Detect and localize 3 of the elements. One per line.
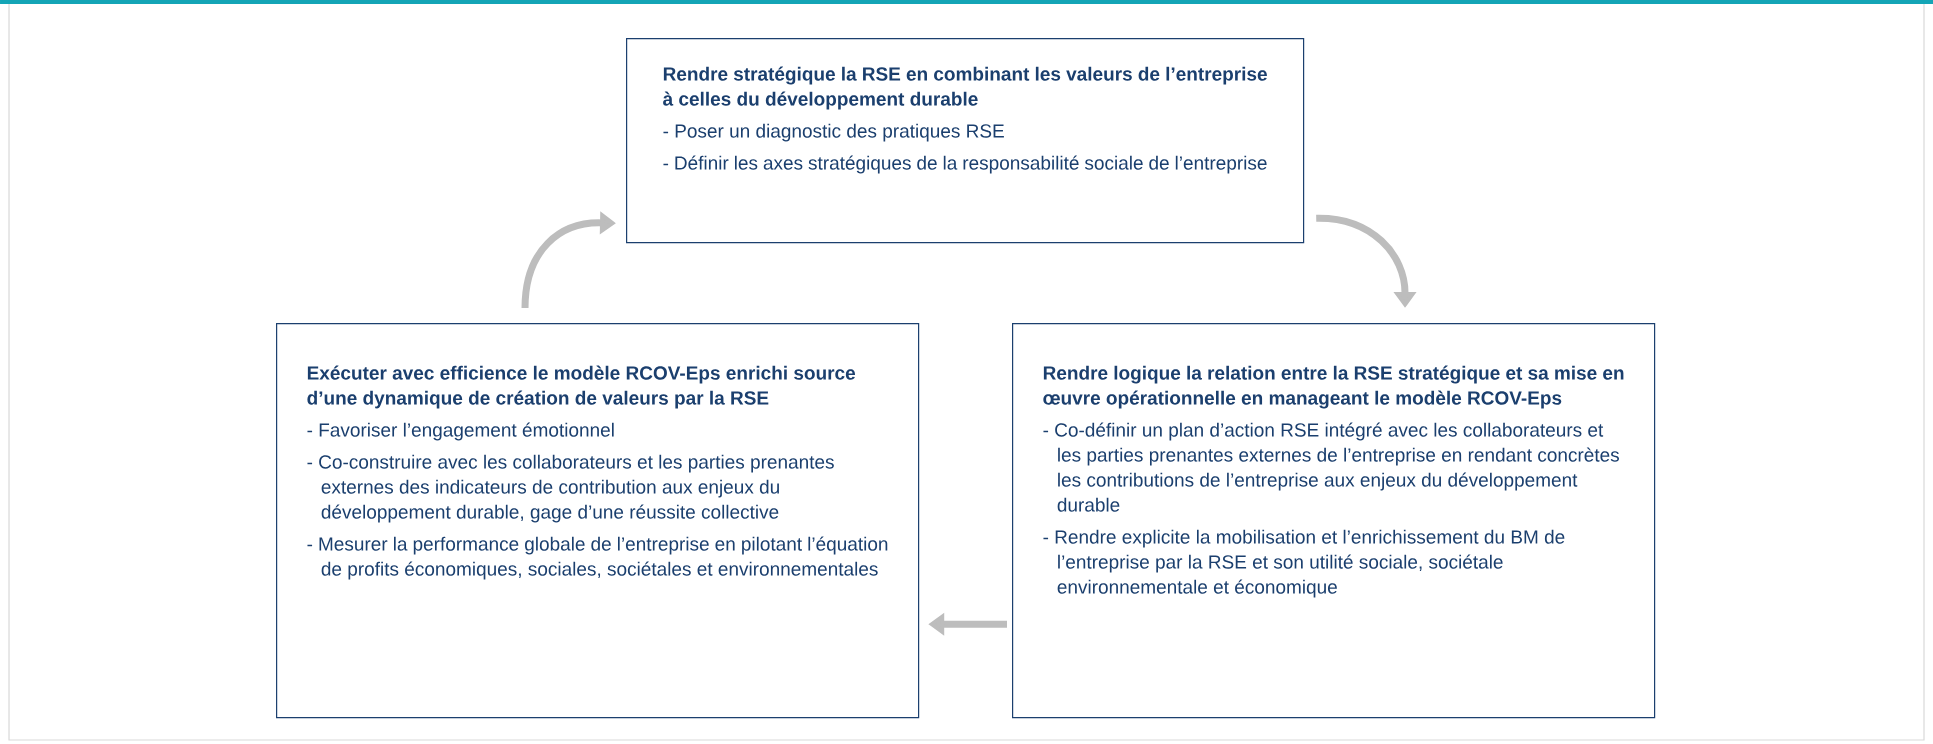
text-box: Rendre stratégique la RSE en combinant les valeurs de l’entreprise à celles du développement durable - Poser un diagnostic des pratiques RSE - Définir les axes stratégiques de la responsabilité sociale de l’entreprise <box>626 38 1305 244</box>
text-box: Exécuter avec efficience le modèle RCOV-Eps enrichi source d’une dynamique de création de valeurs par la RSE - Favoriser l’engagement émotionnel - Co-construire avec les collaborateurs et les parties prenantes externes des indicateurs de contribution aux enjeux du développement durable, gage d’une réussite collective - Mesurer la performance globale de l’entreprise en pilotant l’équation de profits économiques, sociales, sociétales et environnementales <box>276 323 920 719</box>
text-box: Rendre logique la relation entre la RSE stratégique et sa mise en œuvre opérationnelle en manageant le modèle RCOV-Eps - Co-définir un plan d’action RSE intégré avec les collaborateurs et les parties prenantes externes de l’entreprise en rendant concrètes les contributions de l’entreprise aux enjeux du développement durable - Rendre explicite la mobilisation et l’enrichissement du BM de l’entreprise par la RSE et son utilité sociale, sociétale environnementale et économique <box>1012 323 1656 719</box>
